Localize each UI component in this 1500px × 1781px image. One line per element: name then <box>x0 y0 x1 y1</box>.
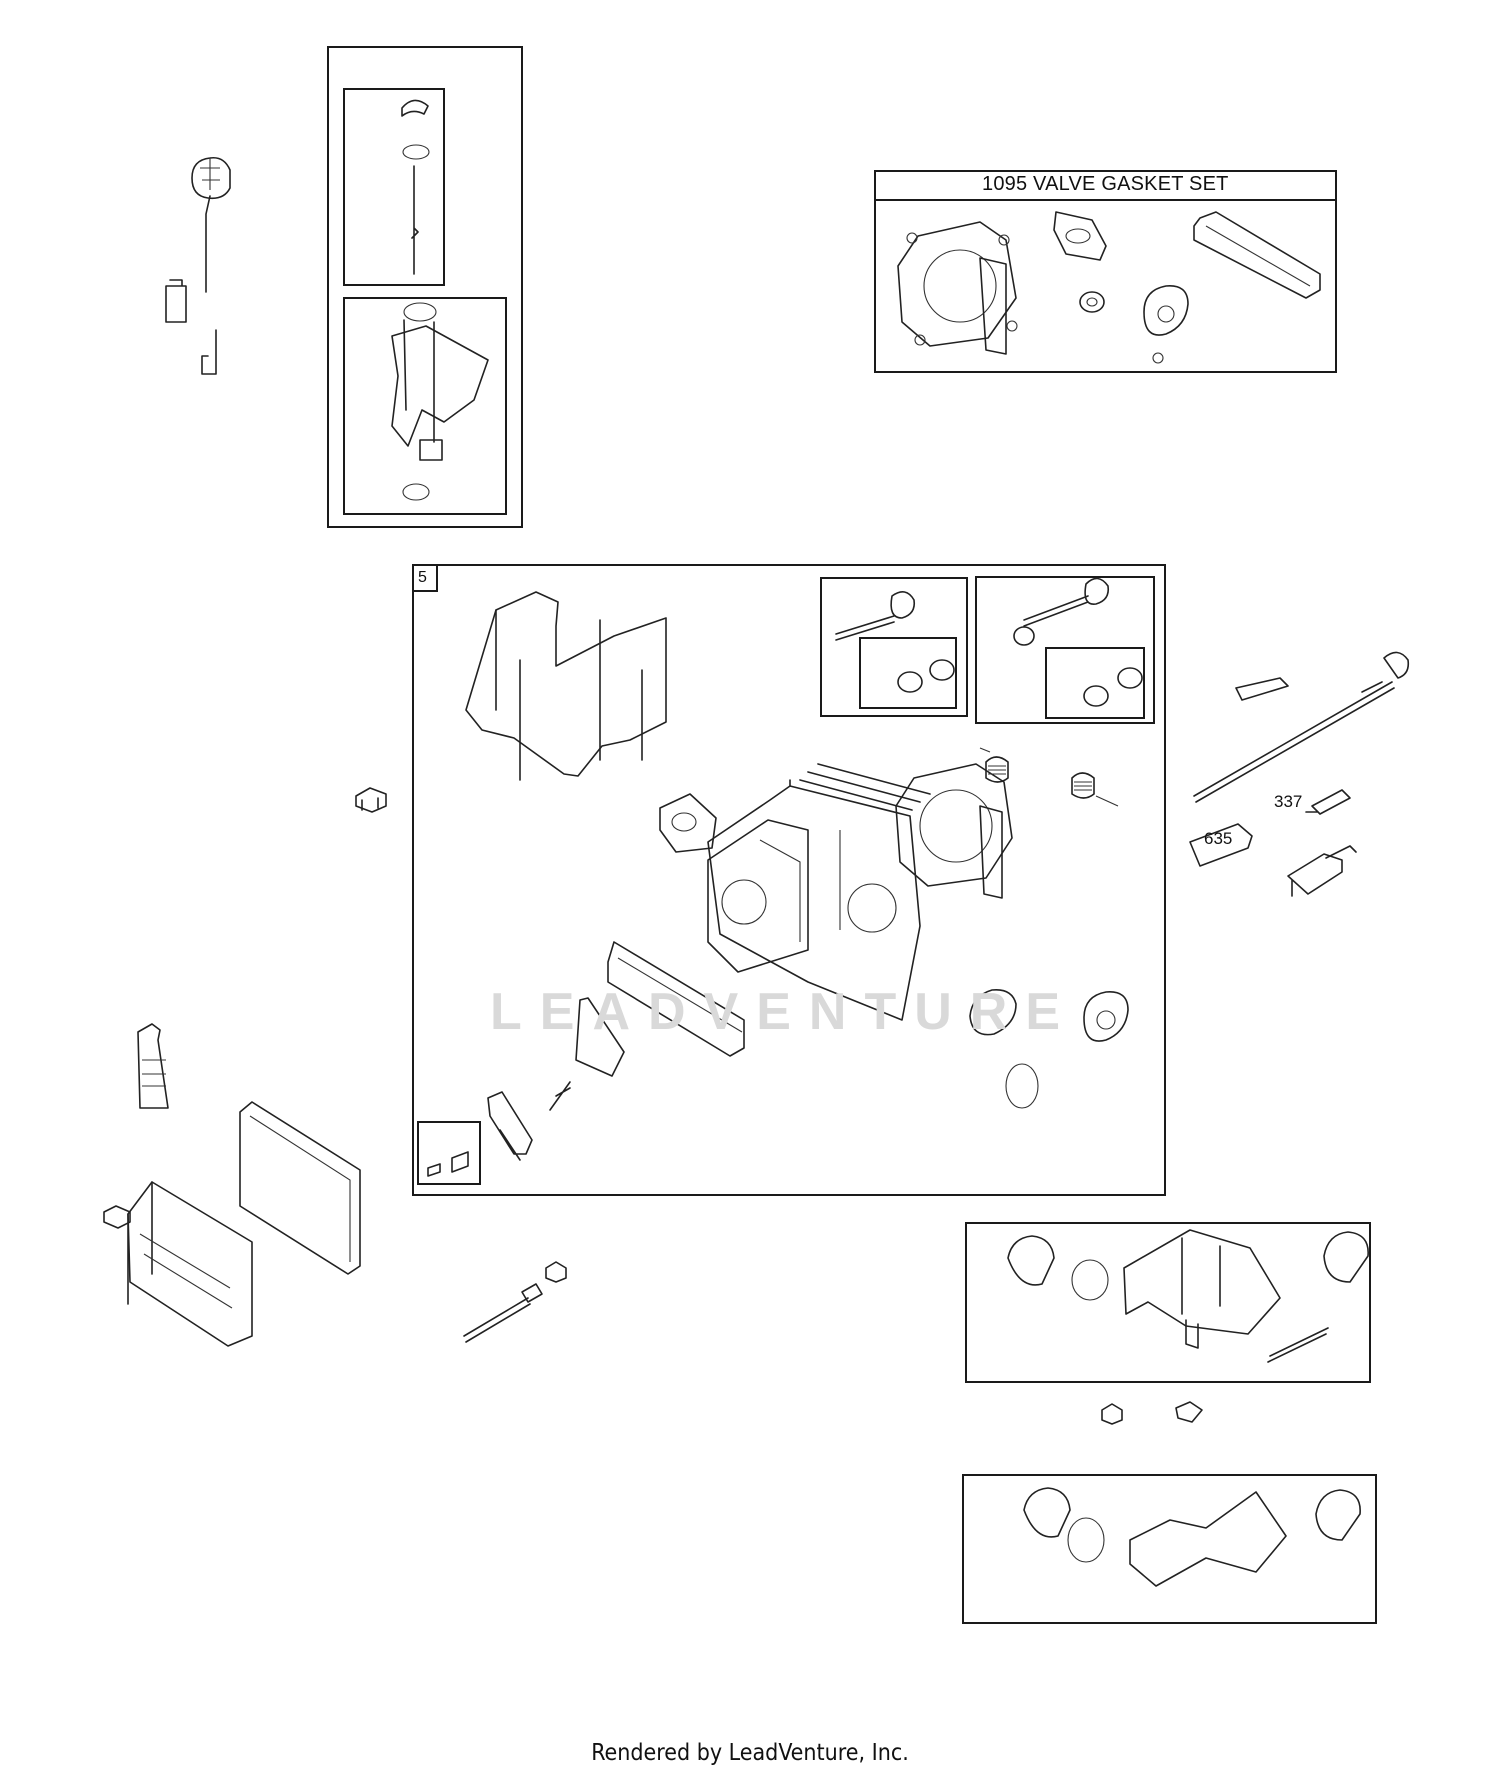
watermark-text: LEADVENTURE <box>490 983 1079 1041</box>
small-nuts <box>1101 1401 1203 1425</box>
cylinder-head-assembly-box <box>412 564 1166 1196</box>
push-rod-assembly <box>1189 651 1410 897</box>
part-label-337: 337 <box>1274 792 1303 811</box>
footer-credit: Rendered by LeadVenture, Inc. <box>591 1740 909 1766</box>
dipstick-tube-kit-box <box>327 46 523 528</box>
sealant-tube <box>137 1023 169 1109</box>
part-label-635: 635 <box>1204 829 1233 848</box>
dipstick-part <box>165 156 231 375</box>
kit-title-label: 1095 VALVE GASKET SET <box>982 173 1229 195</box>
intake-manifold-box-2 <box>962 1474 1377 1624</box>
bolt-left <box>355 787 387 813</box>
intake-manifold-box <box>965 1222 1371 1383</box>
valve-cover <box>103 1101 361 1347</box>
valve-gasket-set-box <box>874 170 1337 373</box>
bolt-center-bottom <box>463 1261 567 1343</box>
assembly-box-number: 5 <box>418 569 427 586</box>
